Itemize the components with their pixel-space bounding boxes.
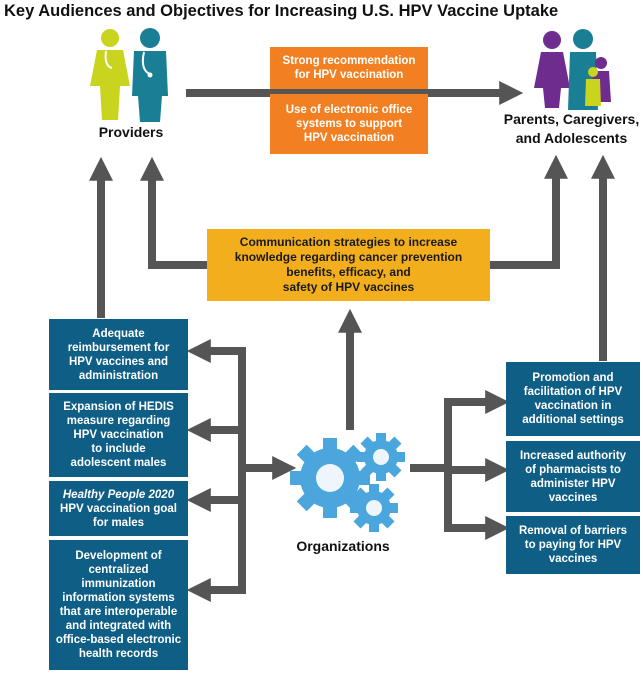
arrow-comm-to-parents <box>490 154 568 269</box>
parents-label: Parents, Caregivers, and Adolescents <box>503 111 640 146</box>
page-title: Key Audiences and Objectives for Increas… <box>4 2 559 20</box>
providers-label: Providers <box>98 124 164 140</box>
family-icon <box>534 29 611 110</box>
organizations-label: Organizations <box>296 538 390 554</box>
arrow-comm-to-providers <box>140 156 207 269</box>
gears-icon <box>290 433 405 532</box>
providers-icon <box>90 28 168 122</box>
